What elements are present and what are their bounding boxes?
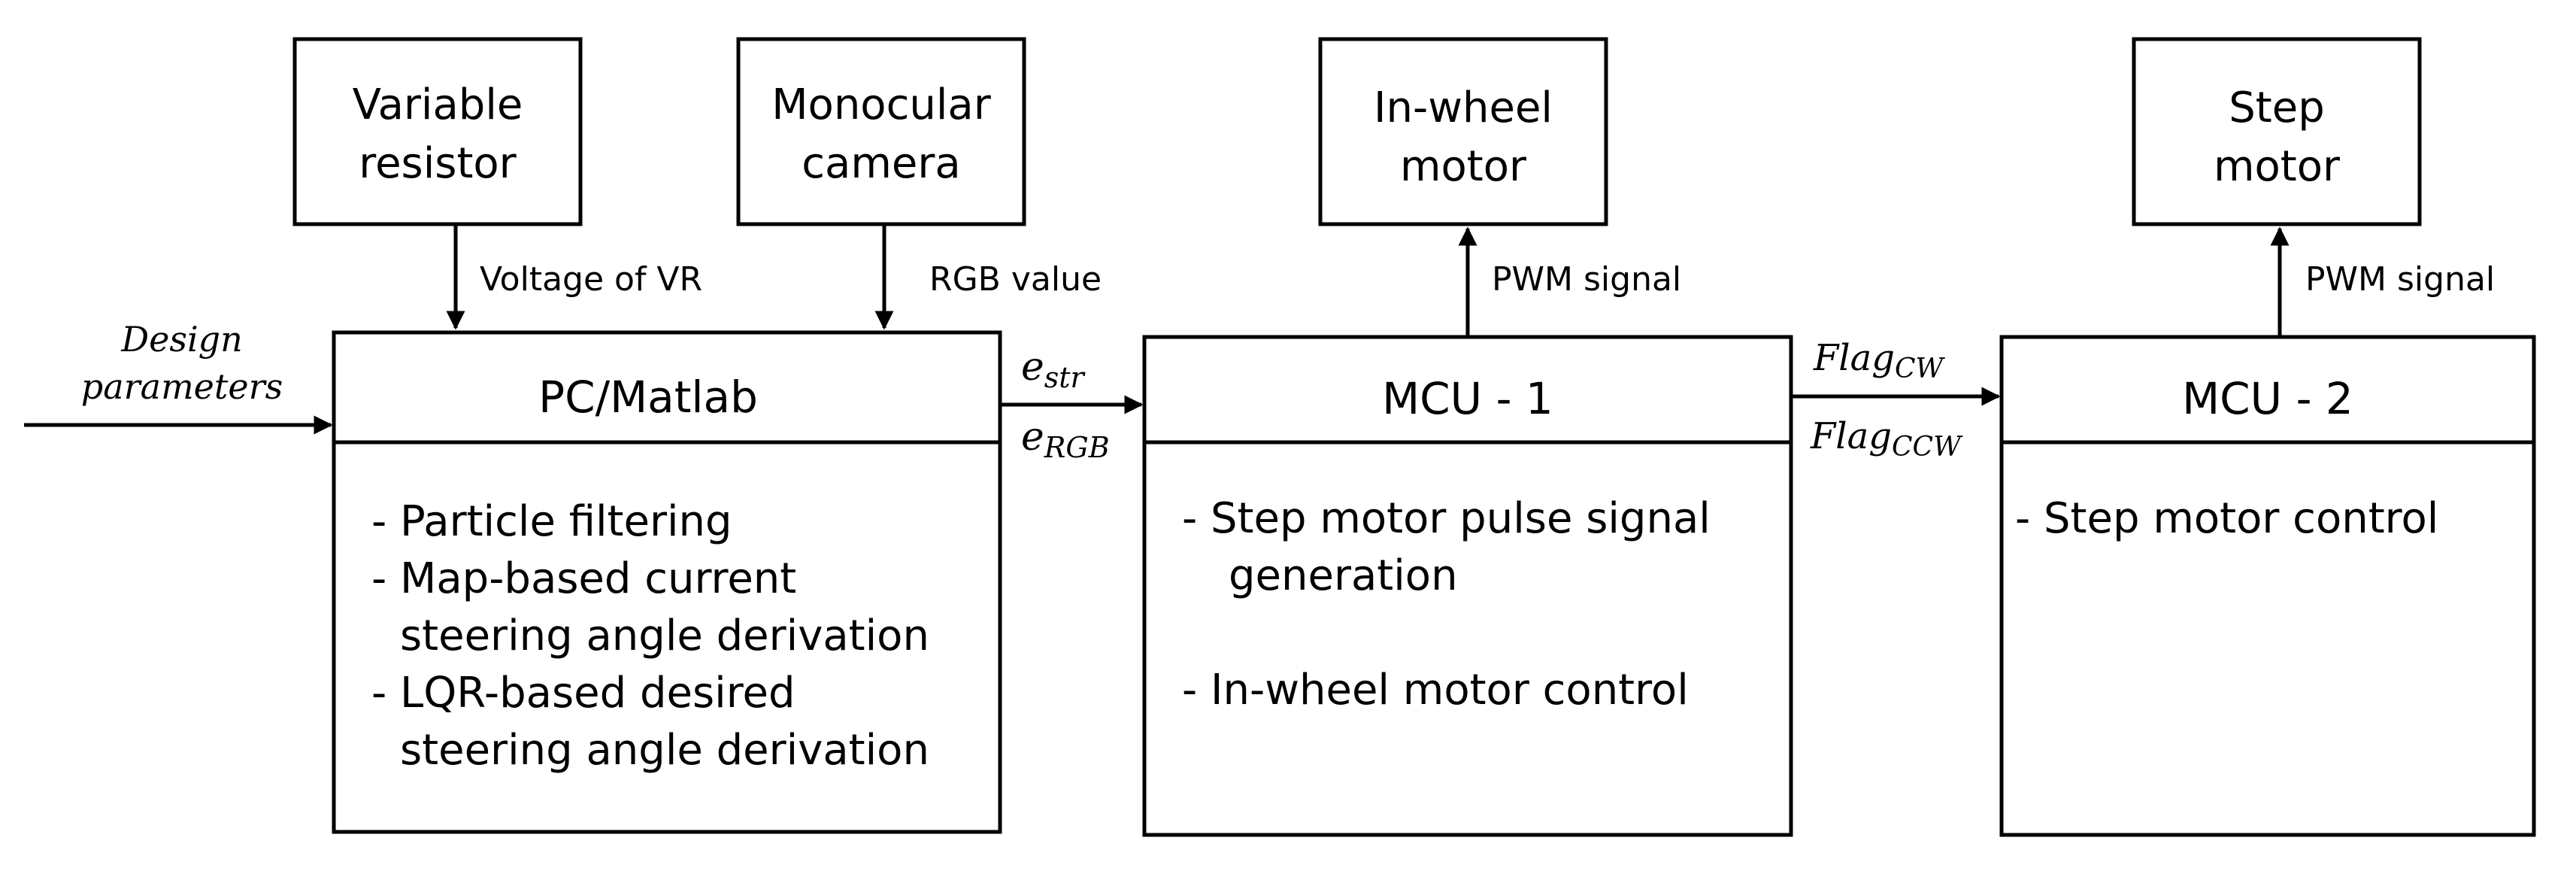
flag-ccw-label: FlagCCW <box>1810 415 1963 463</box>
monocular-camera-label-1: Monocular <box>771 80 991 129</box>
pc-line-1: - Particle filtering <box>371 497 732 546</box>
mcu1-block: MCU - 1 - Step motor pulse signal genera… <box>1142 335 1793 837</box>
in-wheel-motor-box: In-wheel motor <box>1318 37 1608 226</box>
variable-resistor-label-2: resistor <box>359 139 517 188</box>
voltage-vr-label: Voltage of VR <box>480 260 702 299</box>
mcu1-line-1: - Step motor pulse signal <box>1182 494 1711 543</box>
monocular-camera-box: Monocular camera <box>736 37 1026 226</box>
e-str-label: estr <box>1021 344 1086 394</box>
mcu2-block: MCU - 2 - Step motor control <box>1999 335 2536 837</box>
rgb-value-label: RGB value <box>929 260 1102 299</box>
in-wheel-motor-label-2: motor <box>1400 142 1527 191</box>
variable-resistor-label-1: Variable <box>353 80 523 129</box>
variable-resistor-box: Variable resistor <box>292 37 583 226</box>
pwm-signal-2-label: PWM signal <box>2305 260 2495 299</box>
in-wheel-motor-label-1: In-wheel <box>1374 83 1553 132</box>
pc-line-4: - LQR-based desired <box>371 669 796 718</box>
pc-matlab-title: PC/Matlab <box>538 372 758 423</box>
step-motor-label-1: Step <box>2229 83 2325 132</box>
pc-line-3: steering angle derivation <box>400 612 929 660</box>
flag-cw-label: FlagCW <box>1813 337 1946 384</box>
monocular-camera-label-2: camera <box>802 139 960 188</box>
pwm-signal-1-label: PWM signal <box>1492 260 1681 299</box>
design-label-1: Design <box>120 319 243 360</box>
step-motor-box: Step motor <box>2132 37 2422 226</box>
e-rgb-label: eRGB <box>1021 414 1110 464</box>
mcu1-line-2: generation <box>1229 551 1458 600</box>
pc-matlab-block: PC/Matlab - Particle filtering - Map-bas… <box>332 330 1002 834</box>
step-motor-label-2: motor <box>2214 142 2341 191</box>
design-label-2: parameters <box>81 366 283 407</box>
mcu1-title: MCU - 1 <box>1382 373 1553 424</box>
mcu2-title: MCU - 2 <box>2182 373 2353 424</box>
mcu2-line-1: - Step motor control <box>2015 494 2438 543</box>
pc-line-2: - Map-based current <box>371 554 796 603</box>
mcu1-line-3: - In-wheel motor control <box>1182 666 1689 715</box>
pc-line-5: steering angle derivation <box>400 726 929 775</box>
